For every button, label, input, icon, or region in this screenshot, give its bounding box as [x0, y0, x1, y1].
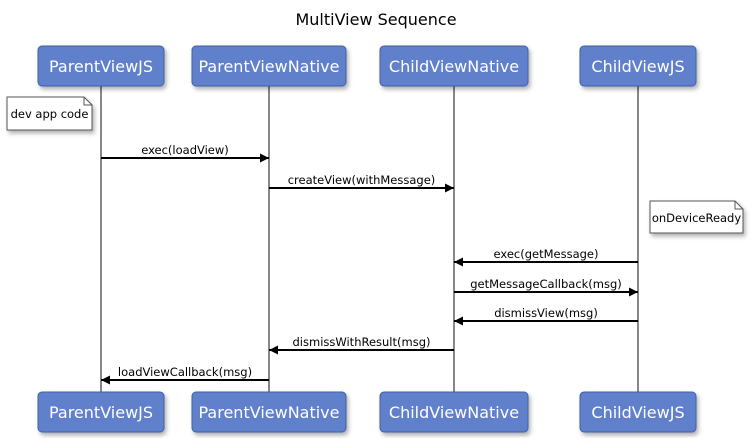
note-on-device-ready: onDeviceReady [649, 200, 744, 234]
participant-parent-view-js-top: ParentViewJS [37, 45, 165, 87]
message-dismiss-with-result-msg: dismissWithResult(msg) [269, 335, 454, 355]
note-fold [734, 201, 743, 210]
participant-child-view-native-top: ChildViewNative [379, 45, 529, 87]
message-load-view-callback-msg: loadViewCallback(msg) [101, 365, 269, 385]
participant-box [579, 391, 697, 433]
participant-parent-view-js-bottom: ParentViewJS [37, 391, 165, 433]
participant-box [37, 391, 165, 433]
message-get-message-callback-msg: getMessageCallback(msg) [454, 277, 638, 297]
message-label: exec(getMessage) [494, 247, 599, 261]
participant-child-view-js-bottom: ChildViewJS [579, 391, 697, 433]
participant-label: ChildViewNative [389, 57, 519, 76]
participant-label: ParentViewJS [49, 403, 153, 422]
participant-label: ChildViewJS [591, 403, 684, 422]
participant-label: ChildViewJS [591, 57, 684, 76]
note-fold [83, 97, 92, 106]
message-label: createView(withMessage) [288, 173, 436, 187]
participant-box [37, 45, 165, 87]
participant-boxes-bottom: ParentViewJS ParentViewNative ChildViewNat… [37, 391, 697, 433]
message-label: getMessageCallback(msg) [470, 277, 622, 291]
participant-label: ParentViewNative [199, 57, 340, 76]
message-label: dismissWithResult(msg) [293, 335, 431, 349]
note-shape [649, 200, 744, 234]
participant-label: ParentViewNative [199, 403, 340, 422]
participant-parent-view-native-top: ParentViewNative [191, 45, 347, 87]
participant-box [379, 391, 529, 433]
participant-parent-view-native-bottom: ParentViewNative [191, 391, 347, 433]
message-create-view-with-message: createView(withMessage) [269, 173, 454, 193]
participant-boxes-top: ParentViewJS ParentViewNative ChildViewNat… [37, 45, 697, 87]
lifelines [100, 86, 639, 392]
participant-child-view-native-bottom: ChildViewNative [379, 391, 529, 433]
participant-label: ParentViewJS [49, 57, 153, 76]
participant-box [379, 45, 529, 87]
participant-box [191, 45, 347, 87]
participant-child-view-js-top: ChildViewJS [579, 45, 697, 87]
notes: dev app code onDeviceReady [6, 96, 744, 234]
note-shape [6, 96, 93, 131]
diagram-title: MultiView Sequence [295, 10, 456, 29]
note-label: onDeviceReady [652, 211, 742, 225]
message-label: dismissView(msg) [494, 306, 598, 320]
message-label: loadViewCallback(msg) [118, 365, 252, 379]
message-exec-load-view: exec(loadView) [101, 143, 269, 163]
participant-box [579, 45, 697, 87]
participant-box [191, 391, 347, 433]
participant-label: ChildViewNative [389, 403, 519, 422]
note-dev-app-code: dev app code [6, 96, 93, 131]
message-exec-get-message: exec(getMessage) [454, 247, 638, 267]
note-label: dev app code [11, 107, 89, 121]
message-dismiss-view-msg: dismissView(msg) [454, 306, 638, 326]
messages: exec(loadView) createView(withMessage) exe… [101, 143, 638, 385]
message-label: exec(loadView) [141, 143, 229, 157]
